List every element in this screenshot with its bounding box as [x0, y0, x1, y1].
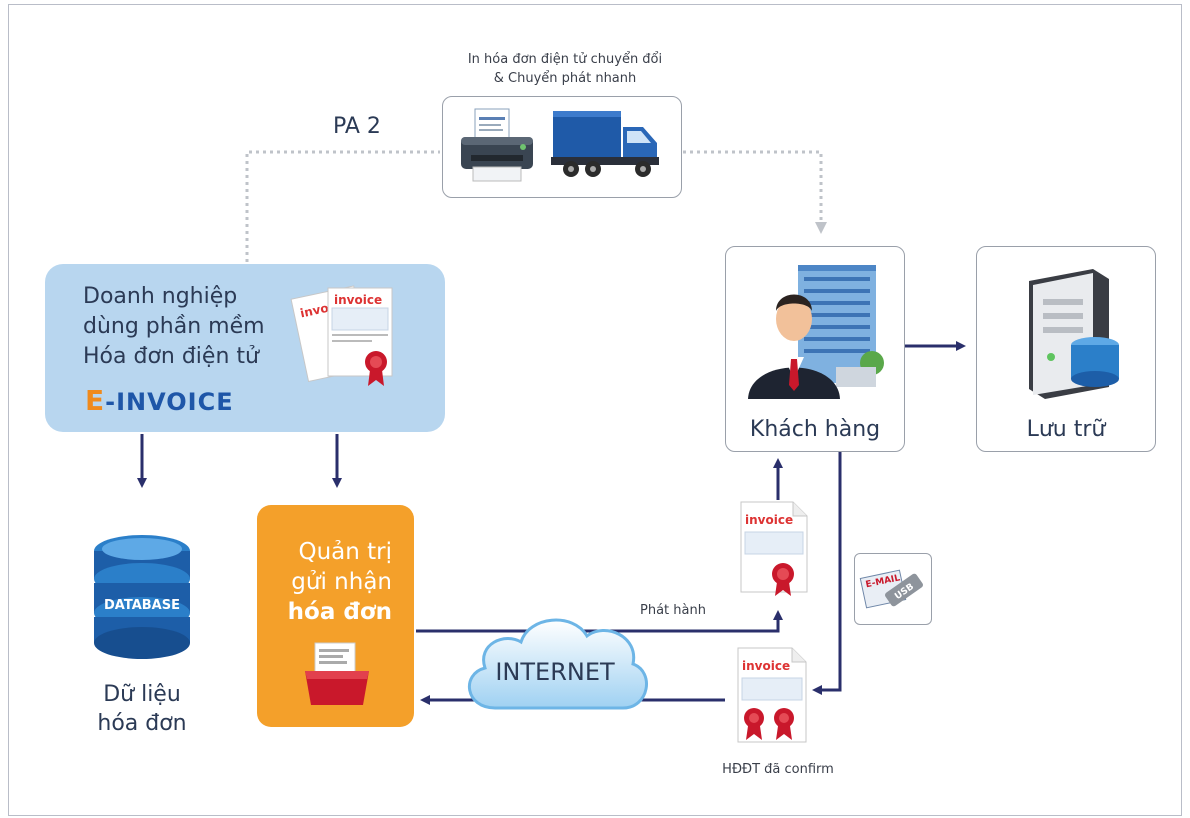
customer-building-icon [748, 265, 884, 399]
database-caption1: Dữ liệu [103, 682, 181, 707]
confirm-path [812, 452, 842, 695]
print-ship-line1: In hóa đơn điện tử chuyển đổi [467, 52, 663, 67]
pa2-label: PA 2 [333, 114, 381, 139]
manage-line1: Quản trị [298, 539, 392, 565]
invoice-word-front: invoice [334, 293, 382, 307]
database-label: DATABASE [104, 598, 180, 613]
publish-label: Phát hành [640, 603, 706, 618]
printer-truck-icons [461, 108, 659, 182]
storage-label: Lưu trữ [1026, 417, 1106, 442]
company-line3: Hóa đơn điện tử [83, 344, 259, 369]
email-usb-box: E-MAIL USB [854, 553, 932, 625]
logo-e: E [85, 384, 106, 417]
folder-icon [305, 642, 369, 705]
published-invoice-word: invoice [745, 513, 793, 527]
diagram-frame [8, 4, 1182, 816]
company-panel: Doanh nghiệp dùng phần mềm Hóa đơn điện … [45, 264, 445, 432]
database-caption2: hóa đơn [97, 711, 187, 736]
database-caption: Dữ liệu hóa đơn [62, 680, 222, 738]
manage-line2: gửi nhận [291, 569, 392, 595]
manage-panel: Quản trị gửi nhận hóa đơn [257, 505, 414, 727]
invoice-stack-icon: invoice invoice [290, 285, 393, 386]
confirmed-invoice-word: invoice [742, 659, 790, 673]
printer-icon [461, 108, 533, 182]
confirmed-label: HĐĐT đã confirm [722, 762, 834, 777]
manage-text: Quản trị gửi nhận hóa đơn [288, 537, 392, 627]
storage-box: Lưu trữ [976, 246, 1156, 452]
e-invoice-logo: E-INVOICE [85, 384, 234, 417]
dotted-route-right [683, 150, 827, 234]
company-line1: Doanh nghiệp [83, 284, 238, 309]
logo-rest: -INVOICE [105, 388, 234, 416]
database-icon: DATABASE [94, 535, 190, 659]
dotted-route-left [245, 150, 440, 262]
print-ship-caption: In hóa đơn điện tử chuyển đổi & Chuyển p… [430, 50, 700, 88]
company-text: Doanh nghiệp dùng phần mềm Hóa đơn điện … [83, 282, 265, 372]
email-usb-icon: E-MAIL USB [859, 569, 923, 609]
manage-line3: hóa đơn [287, 599, 392, 625]
truck-icon [551, 111, 659, 177]
internet-label: INTERNET [495, 658, 615, 686]
confirmed-invoice-icon: invoice [737, 647, 807, 743]
server-icon [1029, 269, 1119, 399]
customer-box: Khách hàng [725, 246, 905, 452]
company-line2: dùng phần mềm [83, 314, 265, 339]
internet-cloud-icon: INTERNET [468, 618, 648, 710]
print-ship-box [442, 96, 682, 198]
print-ship-line2: & Chuyển phát nhanh [493, 71, 637, 86]
published-invoice-icon: invoice [740, 501, 808, 596]
customer-label: Khách hàng [749, 417, 881, 442]
